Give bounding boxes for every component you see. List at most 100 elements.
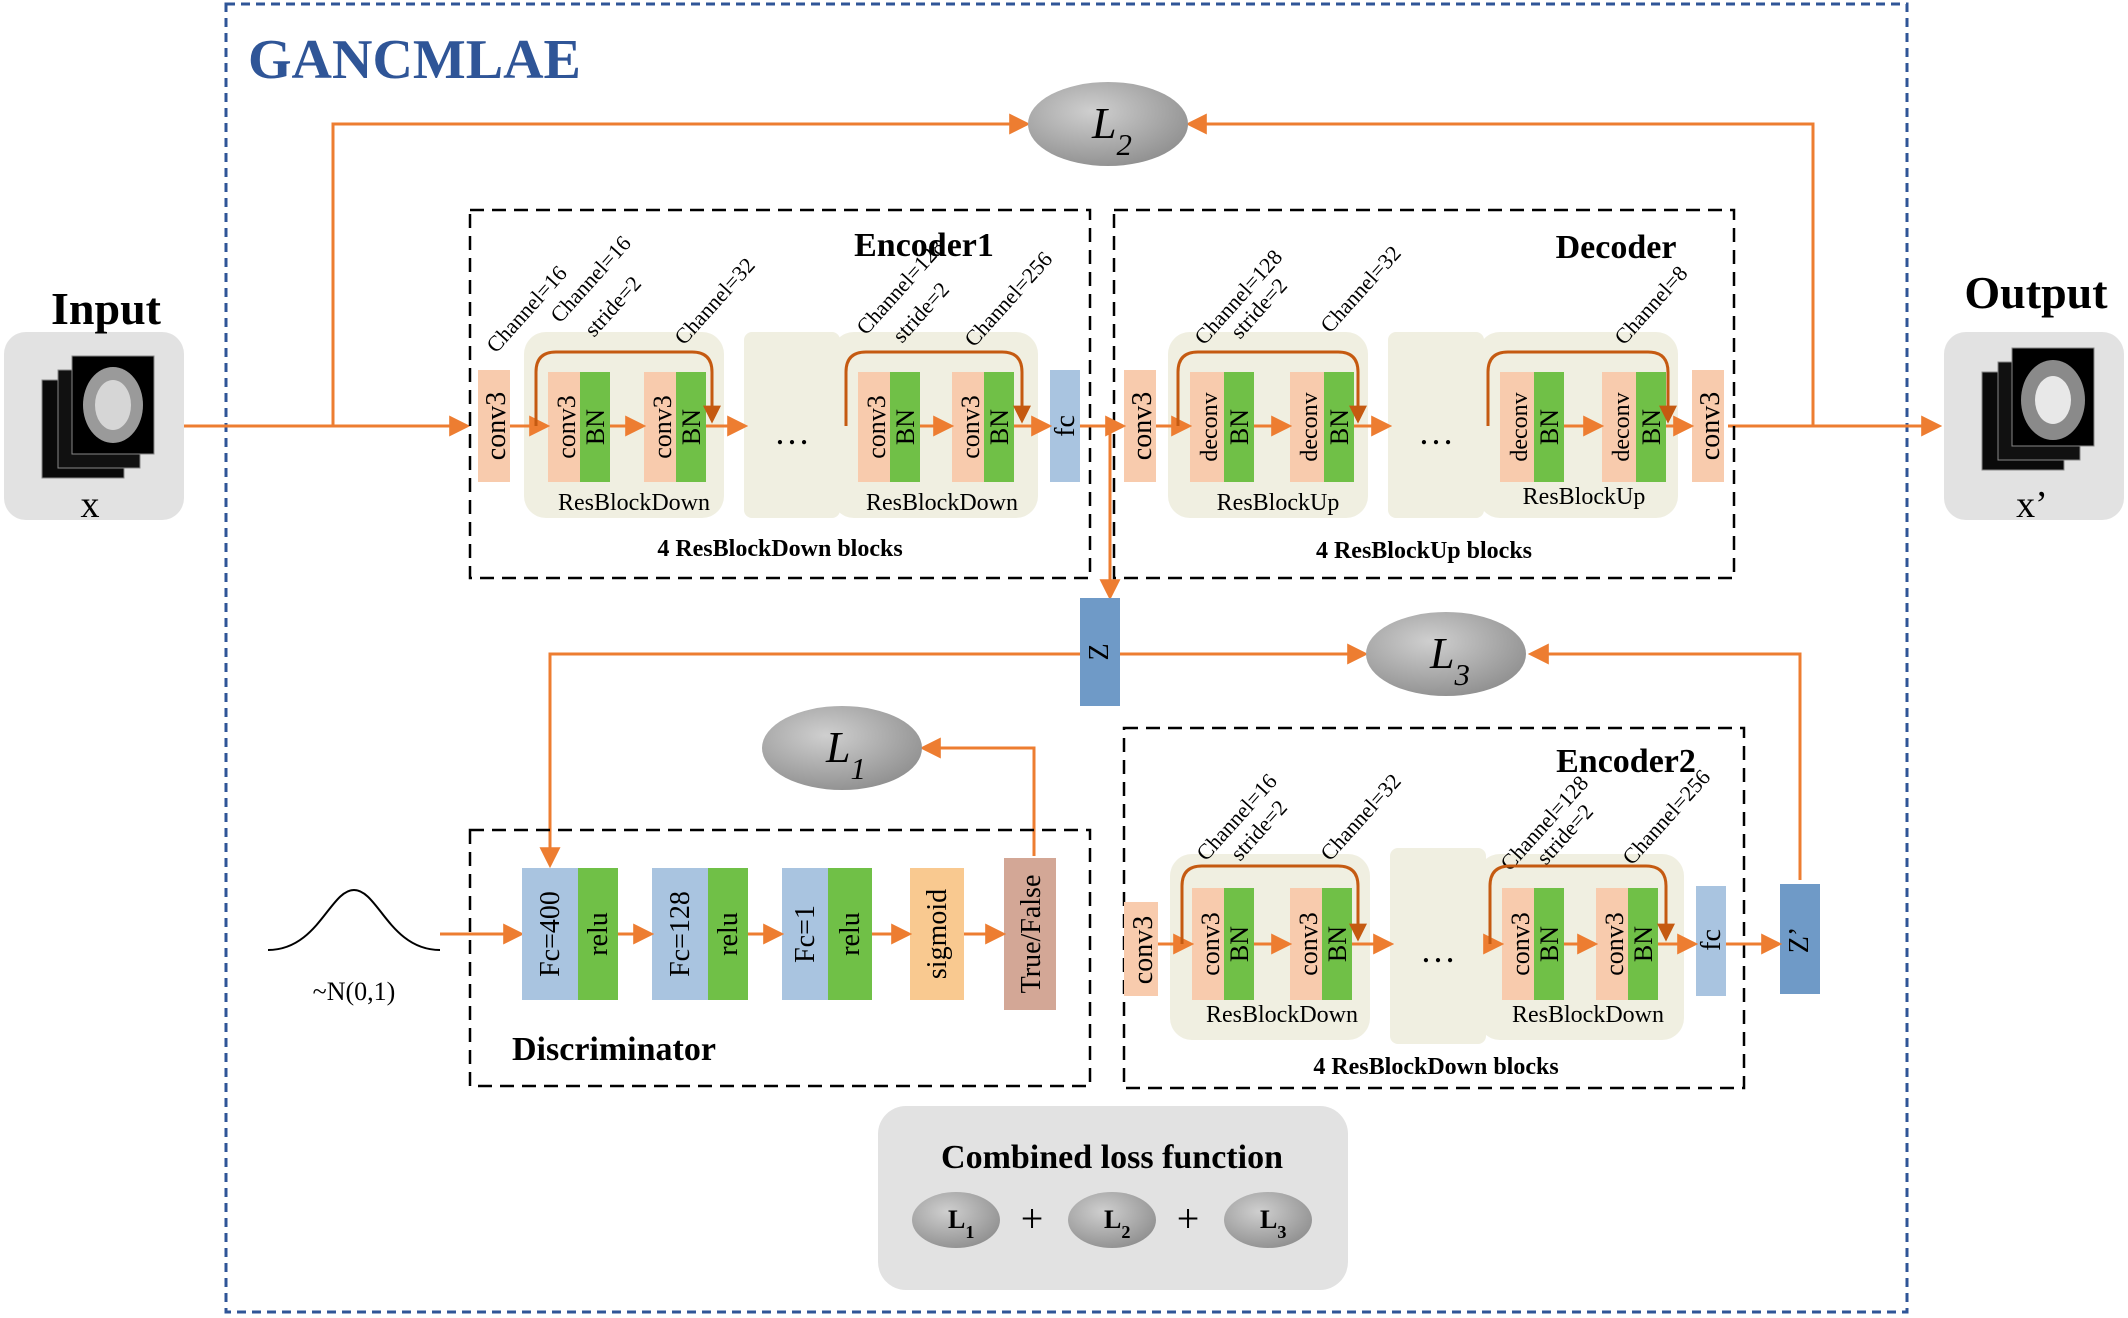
z-to-discriminator-arrow [539, 652, 1080, 869]
decoder-b1-bn-a-label: BN [1225, 409, 1254, 445]
decoder-b2-deconv-b [1602, 372, 1636, 482]
encoder1-conv-in-label: conv3 [481, 392, 512, 460]
encoder2-ellipsis-block [1390, 848, 1486, 1044]
encoder2-b2-conv-a-label: conv3 [1506, 912, 1535, 976]
encoder1-fc [1050, 370, 1080, 482]
encoder2-fc [1696, 886, 1726, 996]
encoder2-b1-bn-a-label: BN [1225, 926, 1254, 962]
encoder1-b2-conv-b-label: conv3 [956, 395, 985, 459]
combined-loss-panel: Combined loss function L1 + L2 + L3 [878, 1106, 1348, 1290]
disc-fc128-label: Fc=128 [665, 891, 696, 977]
zprime-to-l3-arrow [1527, 643, 1802, 880]
decoder-title: Decoder [1556, 229, 1677, 266]
encoder2-b2-bn-a-label: BN [1535, 926, 1564, 962]
input-panel: Input x [4, 283, 184, 526]
encoder1-b1-bn-a [580, 372, 610, 482]
encoder2-b2-ch256: Channel=256 [1617, 764, 1715, 869]
encoder1-b1-conv-b [644, 372, 676, 482]
encoder2-b2-bn-b [1628, 888, 1658, 1000]
discriminator-frame [468, 828, 1092, 1088]
encoder2-b2-bn-b-label: BN [1629, 926, 1658, 962]
encoder2-b1-conv-a [1192, 888, 1224, 1000]
output-panel: Output x’ [1944, 267, 2124, 526]
encoder1-b1-bn-b-label: BN [677, 409, 706, 445]
combined-l2-label: L2 [1104, 1205, 1130, 1242]
decoder-b2-deconv-a [1500, 372, 1534, 482]
encoder1-b2-label: ResBlockDown [866, 490, 1018, 516]
combined-l3-ellipse [1224, 1192, 1312, 1248]
disc-fc1-label: Fc=1 [790, 905, 821, 963]
encoder2-conv-in-label: conv3 [1128, 916, 1159, 984]
combined-l1-label: L1 [948, 1205, 974, 1242]
encoder2-ellipsis: … [1420, 930, 1456, 970]
encoder2-footer: 4 ResBlockDown blocks [1313, 1054, 1558, 1080]
encoder1-conv-in [478, 370, 510, 482]
disc-fc128 [652, 868, 708, 1000]
encoder1-b2-conv-a-label: conv3 [862, 395, 891, 459]
decoder-conv-out [1692, 370, 1724, 482]
disc-sigmoid-label: sigmoid [922, 889, 953, 979]
disc-sigmoid [910, 868, 964, 1000]
discriminator-title: Discriminator [512, 1031, 716, 1068]
disc-truefalse-label: True/False [1016, 875, 1047, 994]
discriminator: Discriminator ~N(0,1) Fc=400 relu Fc=128… [267, 828, 1092, 1088]
encoder2-b1-bn-b [1322, 888, 1352, 1000]
gaussian-curve [267, 888, 441, 951]
encoder2-b1-label: ResBlockDown [1206, 1002, 1358, 1028]
z-label: Z [1084, 643, 1115, 660]
encoder2-frame [1122, 726, 1746, 1090]
combined-l2-ellipse [1068, 1192, 1156, 1248]
decoder-b1-deconv-b [1290, 372, 1324, 482]
combined-l3-label: L3 [1260, 1205, 1286, 1242]
decoder-ellipsis: … [1418, 412, 1454, 452]
l1-ellipse-label: L1 [825, 723, 866, 786]
combined-loss-title: Combined loss function [941, 1139, 1283, 1176]
encoder1-footer: 4 ResBlockDown blocks [657, 536, 902, 562]
encoder1-b1-bn-b [676, 372, 706, 482]
combined-plus-2: + [1177, 1196, 1200, 1241]
decoder-b1-bn-b-label: BN [1325, 409, 1354, 445]
encoder1-b1-bn-a-label: BN [581, 409, 610, 445]
encoder1-b2-conv-b [952, 372, 984, 482]
encoder2-b1-conv-b-label: conv3 [1294, 912, 1323, 976]
l2-ellipse [1028, 82, 1188, 166]
encoder2-title: Encoder2 [1556, 743, 1696, 780]
decoder-frame [1112, 208, 1736, 580]
input-heading: Input [51, 283, 162, 334]
encoder2-b2-label: ResBlockDown [1512, 1002, 1664, 1028]
z-block [1080, 598, 1120, 706]
combined-l1-ellipse [912, 1192, 1000, 1248]
latent-connectors [440, 415, 1802, 945]
encoder1-b1-conv-a-label: conv3 [552, 395, 581, 459]
l3-ellipse-label: L3 [1429, 629, 1470, 692]
disc-relu1 [578, 868, 618, 1000]
decoder-b1-bn-b [1324, 372, 1354, 482]
decoder-b1-ch32: Channel=32 [1315, 241, 1406, 338]
encoder2-fc-label: fc [1696, 929, 1727, 951]
disc-relu2-label: relu [713, 912, 744, 956]
disc-truefalse [1004, 858, 1056, 1010]
encoder2-b1-bn-b-label: BN [1323, 926, 1352, 962]
encoder1: Encoder1 conv3 Channel=16 conv3 BN conv3… [468, 208, 1092, 580]
decoder-skip-connections [1176, 350, 1677, 426]
prior-label: ~N(0,1) [313, 977, 396, 1006]
encoder2: Encoder2 conv3 conv3 BN conv3 BN ResBloc… [1122, 726, 1820, 1090]
l2-connectors [331, 113, 1815, 426]
diagram-title: GANCMLAE [248, 29, 581, 91]
decoder-conv-out-label: conv3 [1695, 392, 1726, 460]
l2-ellipse-label: L2 [1091, 99, 1132, 162]
zprime-label: Z’ [1784, 927, 1815, 953]
zprime-block [1780, 884, 1820, 994]
decoder-b2-bn-b-label: BN [1637, 409, 1666, 445]
encoder2-b2-conv-a [1502, 888, 1534, 1000]
disc-relu3 [828, 868, 872, 1000]
disc-fc400 [522, 868, 578, 1000]
decoder-b1-label: ResBlockUp [1217, 490, 1340, 516]
input-to-l2-arrow [331, 113, 1031, 426]
encoder2-b2-conv-b [1596, 888, 1628, 1000]
combined-plus-1: + [1021, 1196, 1044, 1241]
decoder-b1-bn-a [1224, 372, 1254, 482]
decoder-b2-bn-a [1534, 372, 1564, 482]
